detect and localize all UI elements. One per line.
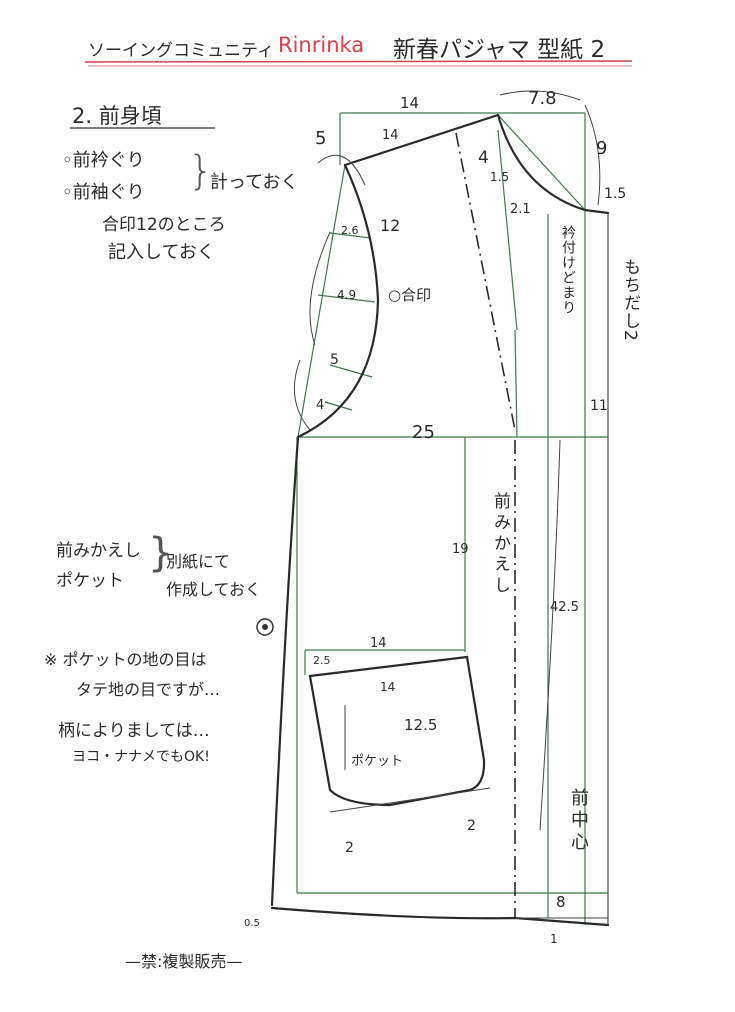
label-neck-width: 7.8: [528, 88, 557, 109]
note-front-neckline: ◦前衿ぐり: [62, 150, 145, 171]
label-neck-extra: 1.5: [604, 186, 627, 202]
label-shoulder: 14: [382, 128, 399, 143]
grain-arrow: [539, 439, 561, 831]
label-hem-05: 0.5: [244, 918, 260, 929]
label-notch: ○合印: [388, 286, 432, 304]
note-separate-sheet: 別紙にて: [166, 552, 231, 571]
note-pocket: ポケット: [56, 571, 124, 591]
footer-notice: —禁:複製販売—: [125, 952, 243, 971]
label-dart: 4: [478, 148, 489, 168]
label-neck-guide-1: 1.5: [490, 170, 510, 184]
label-pocket-offset: 2.5: [313, 654, 331, 667]
cut-lines: [270, 113, 610, 927]
button-mark-dot: [262, 624, 268, 630]
note-grain-3: 柄によりましては…: [58, 721, 210, 741]
label-arm-4: 4: [316, 398, 325, 413]
label-pocket-width: 14: [380, 680, 396, 694]
page-title: 新春パジャマ 型紙 2: [393, 37, 606, 63]
label-shoulder-drop: 5: [315, 128, 327, 149]
label-notch-text: 合印: [401, 286, 432, 304]
label-neck-depth: 9: [596, 138, 608, 159]
brace-2: }: [148, 530, 174, 576]
label-facing: 前みかえし: [490, 492, 510, 597]
note-mark: 記入しておく: [108, 242, 215, 263]
label-pocket-corner-right: 2: [467, 818, 476, 834]
section-title: 2. 前身頃: [72, 104, 162, 128]
note-grain-4: ヨコ・ナナメでもOK!: [72, 749, 210, 765]
label-hem-8: 8: [556, 893, 566, 911]
label-chest: 25: [412, 422, 435, 443]
label-top-width: 14: [400, 94, 420, 112]
button-mark-icon: [256, 618, 274, 636]
note-facing: 前みかえし: [56, 541, 141, 561]
label-pocket: ポケット: [351, 754, 404, 769]
note-grain-2: タテ地の目ですが…: [76, 680, 221, 699]
label-pocket-height: 12.5: [404, 716, 438, 734]
label-neck-guide-2: 2.1: [510, 202, 531, 217]
note-measure: 計っておく: [210, 172, 299, 193]
label-arm-1: 2.6: [341, 224, 359, 237]
label-hem-1: 1: [550, 932, 558, 946]
note-create: 作成しておく: [166, 580, 262, 599]
label-extension: もちだし2: [620, 258, 640, 342]
note-notch-12: 合印12のところ: [102, 215, 226, 235]
pocket-outline: [308, 655, 486, 807]
label-facing-depth: 19: [452, 542, 469, 557]
measure-arcs: [293, 90, 601, 431]
label-arm-2: 4.9: [337, 288, 357, 302]
brand-name: Rinrinka: [278, 33, 365, 57]
label-center-front: 前中心: [568, 788, 589, 854]
label-pocket-top: 14: [370, 636, 387, 651]
community-label: ソーイングコミュニティ: [88, 41, 274, 61]
note-grain-1: ※ ポケットの地の目は: [44, 650, 207, 669]
label-ext-11: 11: [590, 398, 608, 414]
label-armhole: 12: [380, 216, 401, 235]
header-rule: [84, 60, 633, 63]
label-collar-stop: 衿付けどまり: [560, 225, 576, 315]
label-arm-3: 5: [330, 352, 339, 368]
label-pocket-corner-left: 2: [345, 840, 354, 856]
brace: }: [188, 148, 214, 194]
label-center-length: 42.5: [550, 600, 579, 615]
note-front-armhole: ◦前袖ぐり: [62, 182, 145, 203]
